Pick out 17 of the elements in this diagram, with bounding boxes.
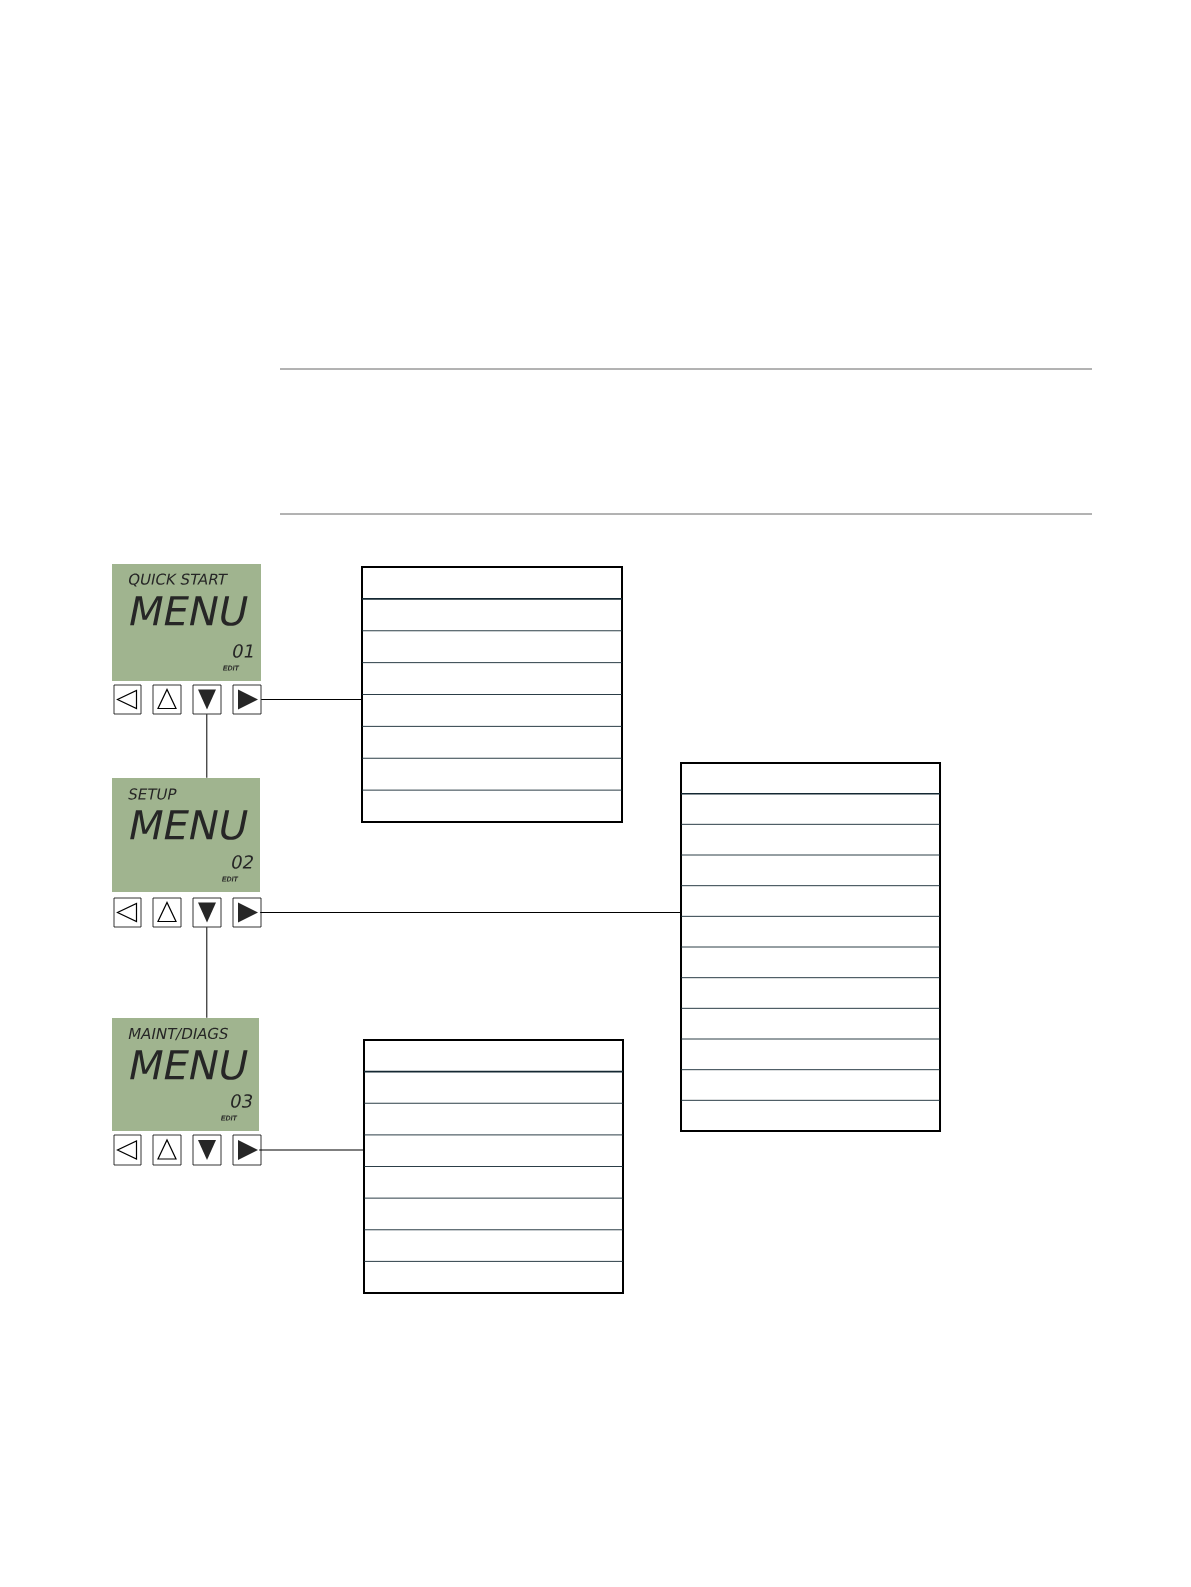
- connector-line: [260, 699, 362, 700]
- node-label: QUICK START: [128, 573, 228, 587]
- node-label: MAINT/DIAGS: [128, 1027, 229, 1041]
- node-label: MENU: [130, 596, 248, 626]
- node-label: MENU: [130, 1050, 248, 1080]
- node-label: SETUP: [128, 788, 177, 800]
- empty-table: [361, 566, 623, 823]
- node-label: 02: [232, 855, 253, 869]
- node-label: 03: [231, 1094, 253, 1108]
- connector-line: [258, 1149, 364, 1151]
- empty-table: [363, 1039, 624, 1294]
- empty-table: [680, 762, 941, 1132]
- node-label: 01: [233, 644, 253, 658]
- node-label: MENU: [130, 810, 248, 840]
- connector-line: [206, 713, 208, 779]
- connector-line: [206, 926, 208, 1019]
- connector-line: [259, 912, 681, 913]
